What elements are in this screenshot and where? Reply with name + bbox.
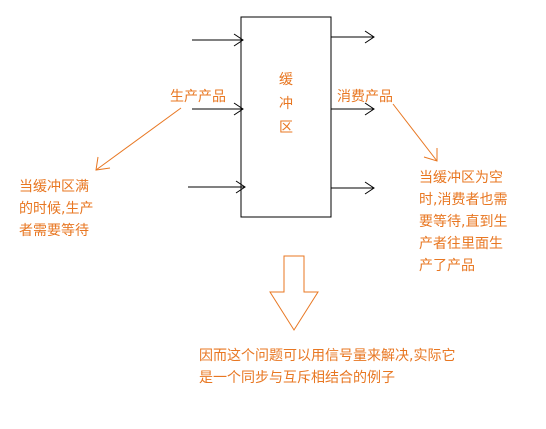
buffer-title-line: 缓	[279, 72, 293, 88]
buffer-box	[240, 16, 332, 218]
consume-label: 消费产品	[337, 89, 393, 105]
down-arrow	[269, 255, 319, 331]
note-line: 当缓冲区为空	[419, 170, 503, 186]
conclusion-text: 因而这个问题可以用信号量来解决,实际它 是一个同步与互斥相结合的例子	[199, 345, 455, 389]
note-line: 要等待,直到生	[419, 214, 508, 230]
note-line: 的时候,生产	[19, 201, 94, 217]
note-line: 者需要等待	[19, 223, 89, 239]
consumer-arrow-3	[331, 181, 375, 195]
producer-arrow-2	[192, 102, 244, 116]
producer-wait-arrow	[95, 107, 182, 171]
consumer-arrow-2	[331, 102, 375, 116]
consumer-wait-arrow	[392, 103, 438, 162]
note-line: 当缓冲区满	[19, 179, 89, 195]
buffer-title-line: 区	[279, 120, 293, 136]
produce-label: 生产产品	[170, 89, 226, 105]
note-line: 产了产品	[419, 258, 475, 274]
conclusion-line: 是一个同步与互斥相结合的例子	[199, 370, 395, 386]
buffer-title: 缓 冲 区	[241, 68, 331, 140]
conclusion-line: 因而这个问题可以用信号量来解决,实际它	[199, 348, 456, 364]
buffer-title-line: 冲	[279, 96, 293, 112]
note-line: 产者往里面生	[419, 236, 503, 252]
producer-arrow-1	[192, 33, 244, 47]
note-line: 时,消费者也需	[419, 192, 508, 208]
consumer-wait-note: 当缓冲区为空 时,消费者也需 要等待,直到生 产者往里面生 产了产品	[419, 167, 507, 277]
consumer-arrow-1	[331, 30, 375, 44]
producer-arrow-3	[188, 180, 246, 194]
producer-wait-note: 当缓冲区满 的时候,生产 者需要等待	[19, 176, 93, 242]
